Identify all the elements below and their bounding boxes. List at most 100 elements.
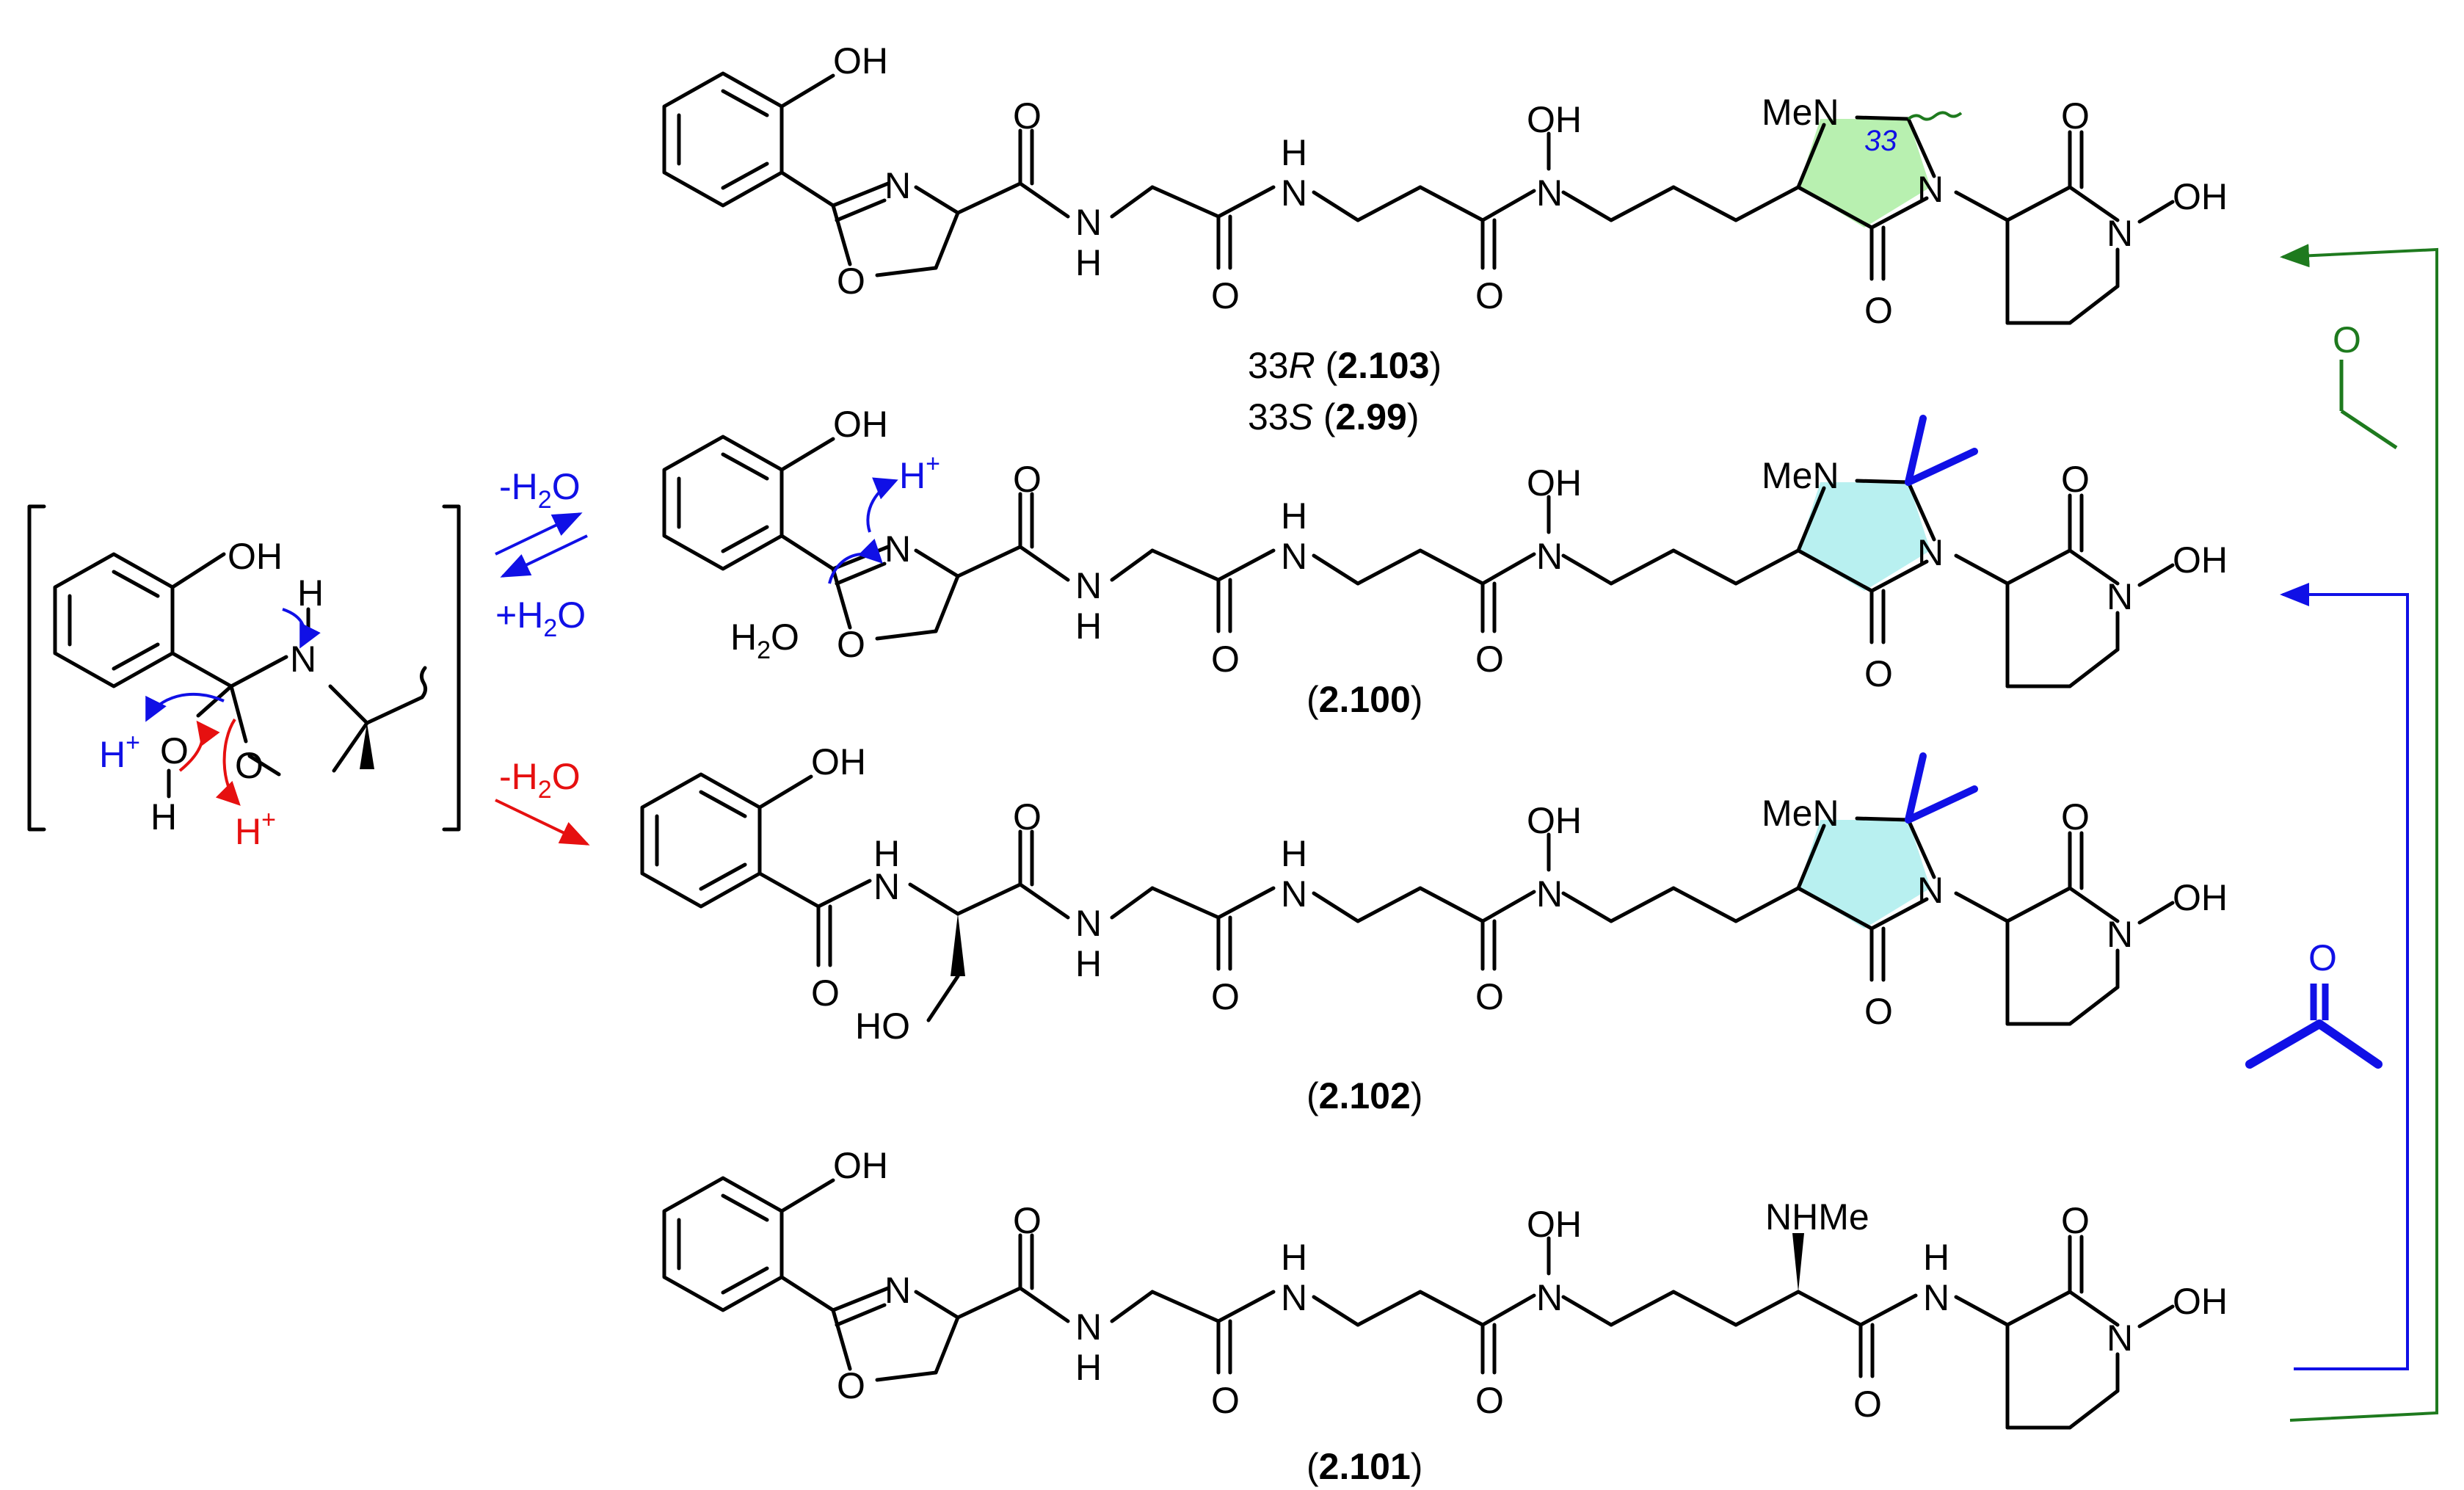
c102-nh1-h: H xyxy=(1075,943,1102,984)
c100-n-ring: N xyxy=(1917,532,1944,573)
c102-n-amide0: N xyxy=(873,866,900,907)
c103-o-amide3: O xyxy=(1475,275,1504,316)
int-h-hydroxyl-label: H xyxy=(150,796,177,837)
c103-o-oxazoline: O xyxy=(837,261,865,302)
c100-oh-hydroxamate: OH xyxy=(1527,462,1582,504)
c101-o-amide1: O xyxy=(1013,1200,1042,1241)
c101-oh-pip: OH xyxy=(2173,1281,2228,1322)
c101-nh1-n: N xyxy=(1075,1307,1102,1348)
compound-2-103: OH N O O N H O H N O OH N MeN N 33 O O N… xyxy=(664,40,2228,437)
c102-o-ring: O xyxy=(1864,991,1893,1032)
c103-men: MeN xyxy=(1762,92,1839,133)
c101-nhme: NHMe xyxy=(1765,1196,1869,1238)
c100-nh1-h: H xyxy=(1075,606,1102,647)
c100-oh-pip: OH xyxy=(2173,539,2228,581)
compound-2-100: OH H+ H2O N O O N H O H N O OH N MeN N O… xyxy=(664,404,2228,720)
c102-o-benzoyl: O xyxy=(811,973,840,1014)
c103-o-amide1: O xyxy=(1013,95,1042,137)
int-o-ring-label: O xyxy=(235,745,264,786)
c102-o-amide3: O xyxy=(1475,976,1504,1017)
c102-oh-pip: OH xyxy=(2173,877,2228,918)
c102-nh1-n: N xyxy=(1075,903,1102,944)
c103-oh-hydroxamate: OH xyxy=(1527,99,1582,140)
c103-nh1-h: H xyxy=(1075,242,1102,283)
int-n-label: N xyxy=(290,639,316,680)
int-o-hydroxyl-label: O xyxy=(160,730,189,771)
arrow-label-plus-water-blue: +H2O xyxy=(495,595,586,642)
c101-nh3-h: H xyxy=(1923,1237,1949,1278)
acetaldehyde-o: O xyxy=(2333,319,2361,360)
c102-oh-label: OH xyxy=(811,741,866,782)
compound-2-102: OH O H N HO O N H O H N O OH N MeN N O O… xyxy=(640,741,2228,1116)
c101-o-oxazoline: O xyxy=(837,1365,865,1406)
c103-o-amide2: O xyxy=(1211,275,1240,316)
c101-n-pip: N xyxy=(2107,1318,2133,1359)
c101-n-hydroxamate: N xyxy=(1536,1277,1563,1318)
int-oh-label: OH xyxy=(228,536,283,577)
c101-n-oxazoline: N xyxy=(884,1270,911,1311)
c101-o-amide2: O xyxy=(1211,1380,1240,1421)
acetone-o: O xyxy=(2308,937,2337,978)
reagent-arrows: O O xyxy=(2245,244,2438,1422)
c103-n-pip: N xyxy=(2107,213,2133,254)
c102-o-amide2: O xyxy=(1211,976,1240,1017)
int-hplus-red: H+ xyxy=(235,806,276,852)
c102-n-pip: N xyxy=(2107,914,2133,955)
c101-oh-label: OH xyxy=(833,1145,888,1186)
c100-n-hydroxamate: N xyxy=(1536,536,1563,577)
compound-2-101: OH N O O N H O H N O OH N NHMe O H N O N… xyxy=(664,1145,2228,1487)
imidazolidinone-ring-cyan xyxy=(1798,820,1930,928)
c102-o-pip: O xyxy=(2061,796,2090,837)
c102-n-ring: N xyxy=(1917,870,1944,911)
c103-nh2-n: N xyxy=(1281,172,1307,214)
c100-hplus: H+ xyxy=(899,450,940,496)
c100-oh-label: OH xyxy=(833,404,888,445)
imidazolidinone-ring-cyan xyxy=(1798,482,1930,591)
c101-nh3-n: N xyxy=(1923,1277,1949,1318)
c103-o-pip: O xyxy=(2061,95,2090,137)
int-hplus-blue: H+ xyxy=(99,729,140,775)
c102-ho-serine: HO xyxy=(855,1006,910,1047)
c99-label: 33S (2.99) xyxy=(1248,396,1420,437)
acetaldehyde-icon: O xyxy=(2333,319,2398,450)
c103-nh1-n: N xyxy=(1075,202,1102,243)
c101-o-amide3: O xyxy=(1475,1380,1504,1421)
c100-nh1-n: N xyxy=(1075,565,1102,606)
c100-nh2-h: H xyxy=(1281,495,1307,537)
c103-nh2-h: H xyxy=(1281,132,1307,173)
c103-n-ring: N xyxy=(1917,169,1944,210)
c100-label: (2.100) xyxy=(1306,679,1422,720)
arrow-label-minus-water-red: -H2O xyxy=(499,756,581,804)
c103-num-33: 33 xyxy=(1864,125,1897,157)
c102-label: (2.102) xyxy=(1306,1075,1422,1116)
c103-oh-label: OH xyxy=(833,40,888,81)
c100-o-oxazoline: O xyxy=(837,624,865,665)
c101-oh-hydroxamate: OH xyxy=(1527,1204,1582,1245)
c100-nh2-n: N xyxy=(1281,536,1307,577)
c101-label: (2.101) xyxy=(1306,1446,1422,1487)
c103-label: 33R (2.103) xyxy=(1248,345,1442,386)
arrow-label-minus-water-blue: -H2O xyxy=(499,466,581,514)
c100-o-amide3: O xyxy=(1475,639,1504,680)
c100-men: MeN xyxy=(1762,455,1839,496)
c102-nh2-h: H xyxy=(1281,833,1307,874)
c100-o-pip: O xyxy=(2061,459,2090,500)
c101-nh2-h: H xyxy=(1281,1237,1307,1278)
c102-oh-hydroxamate: OH xyxy=(1527,800,1582,841)
c100-water: H2O xyxy=(730,617,799,664)
c103-oh-pip: OH xyxy=(2173,176,2228,217)
imidazolidinone-ring-green xyxy=(1798,119,1930,228)
int-h-label: H xyxy=(297,573,324,614)
acetone-icon: O xyxy=(2245,937,2383,1069)
c101-o-pip: O xyxy=(2061,1200,2090,1241)
c100-o-amide2: O xyxy=(1211,639,1240,680)
c102-men: MeN xyxy=(1762,793,1839,834)
equilibrium-arrows: -H2O +H2O -H2O xyxy=(495,466,590,846)
c101-o-amide4: O xyxy=(1853,1384,1882,1425)
c102-n-hydroxamate: N xyxy=(1536,873,1563,915)
c100-n-oxazoline: N xyxy=(884,528,911,570)
c101-nh2-n: N xyxy=(1281,1277,1307,1318)
c100-n-pip: N xyxy=(2107,576,2133,617)
c103-n-oxazoline: N xyxy=(884,165,911,206)
